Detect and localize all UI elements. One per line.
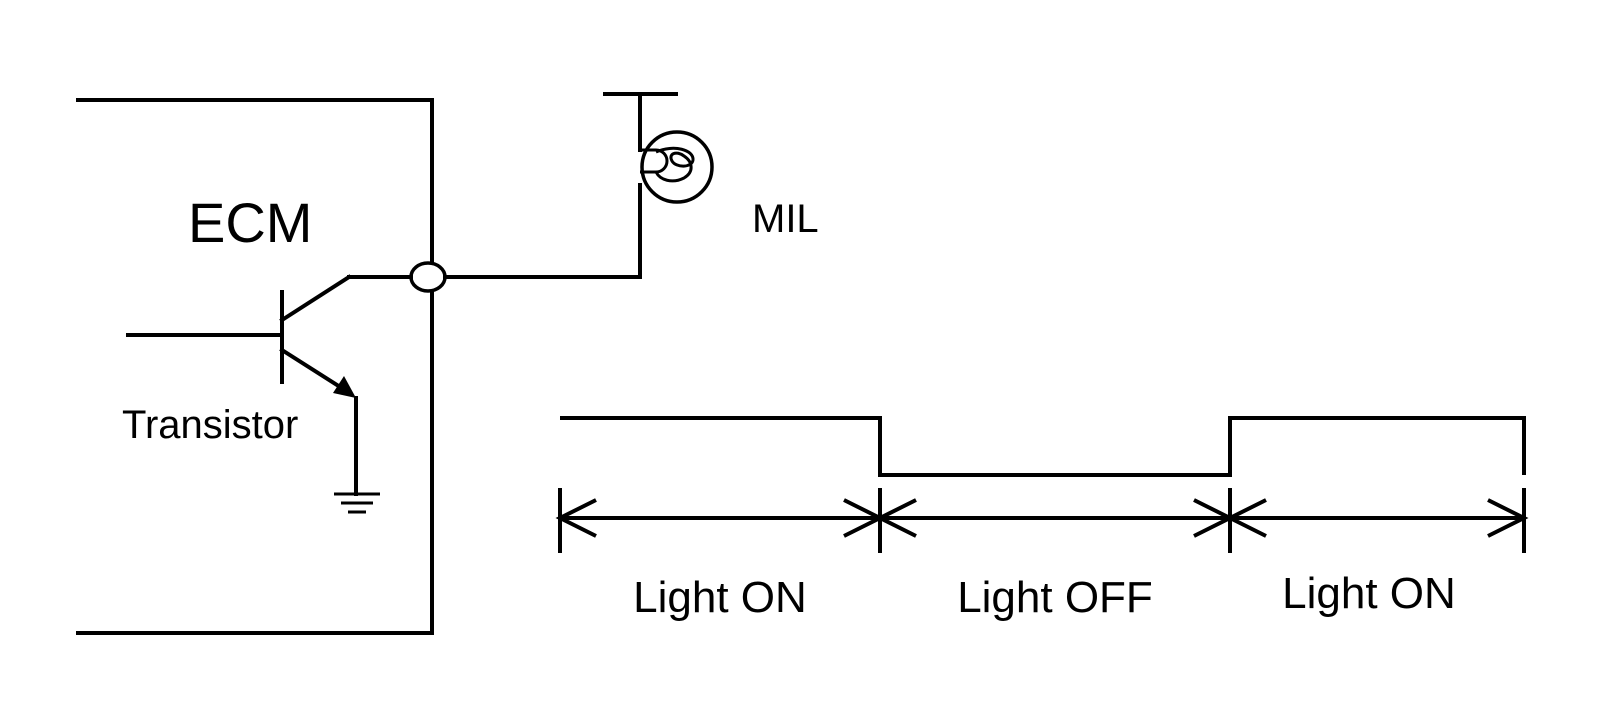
segment-label: Light OFF bbox=[957, 573, 1153, 622]
connector-terminal bbox=[409, 261, 447, 293]
arrowhead-right-icon bbox=[1487, 498, 1529, 538]
mil-label: MIL bbox=[752, 197, 819, 241]
transistor-emitter bbox=[279, 347, 351, 395]
waveform-line bbox=[560, 416, 1526, 477]
mil-feed-wire bbox=[443, 183, 642, 279]
ground-icon bbox=[334, 492, 380, 514]
arrowhead-left-icon bbox=[1225, 498, 1267, 538]
transistor-collector bbox=[279, 274, 352, 323]
lamp-bulb bbox=[640, 130, 714, 204]
arrowhead-left-icon bbox=[875, 498, 917, 538]
transistor-label: Transistor bbox=[122, 403, 298, 447]
segment-label: Light ON bbox=[1282, 569, 1456, 618]
mil-lamp-icon bbox=[603, 92, 714, 204]
transistor-symbol bbox=[126, 274, 413, 496]
lamp-filament bbox=[654, 146, 695, 183]
timing-diagram: Light ON Light OFF Light ON bbox=[555, 416, 1529, 622]
ecm-box bbox=[76, 98, 434, 635]
ecm-label: ECM bbox=[188, 191, 312, 254]
ecm-box-outline bbox=[76, 98, 434, 635]
arrowhead-left-icon bbox=[555, 498, 597, 538]
emitter-arrow-icon bbox=[333, 376, 356, 398]
segment-label: Light ON bbox=[633, 573, 807, 622]
